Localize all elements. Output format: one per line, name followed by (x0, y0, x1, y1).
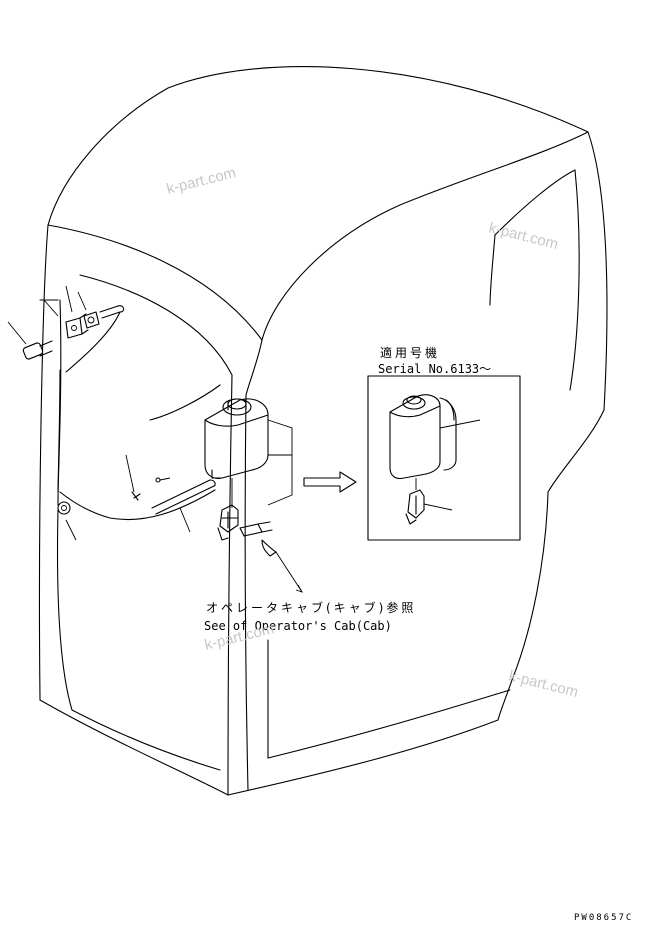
washer-tank (204, 398, 303, 593)
drawing-code: PW08657C (574, 913, 633, 923)
serial-title-jp: 適用号機 (380, 345, 440, 360)
serial-number-label: Serial No.6133～ (378, 362, 491, 376)
operator-cab-outline (38, 66, 608, 796)
watermark-4: k-part.com (507, 667, 580, 701)
detail-arrow (303, 471, 357, 493)
reference-note-en: See of Operator's Cab(Cab) (204, 619, 392, 633)
watermark-2: k-part.com (487, 219, 560, 253)
watermark-1: k-part.com (165, 164, 238, 198)
serial-detail-callout (367, 375, 521, 541)
reference-note-jp: オペレータキャブ(キャブ)参照 (206, 600, 416, 615)
bracket-assembly (7, 285, 216, 541)
